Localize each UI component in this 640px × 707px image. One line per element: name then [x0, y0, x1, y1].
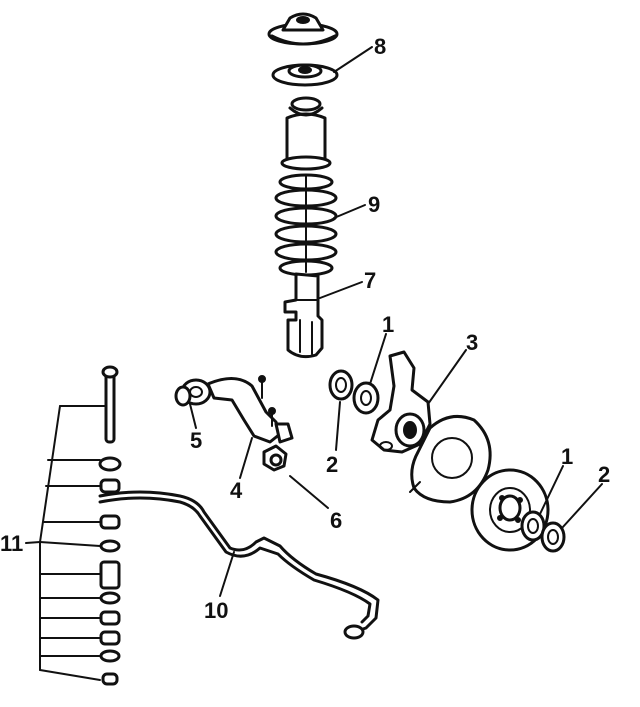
strut-body: [283, 272, 324, 359]
stabilizer-bar: [98, 490, 380, 640]
strut-mount: [267, 12, 339, 46]
hub-nut: [540, 521, 566, 553]
ball-joint: [262, 422, 294, 472]
link-kit-parts: [98, 365, 122, 686]
callout-10: 10: [204, 598, 228, 623]
callout-4: 4: [230, 478, 243, 503]
callout-8: 8: [374, 34, 386, 59]
callout-2-hub: 2: [598, 462, 610, 487]
hub-bearing-lower: [520, 510, 546, 542]
steering-knuckle: [370, 350, 432, 454]
splash-shield: [409, 414, 492, 504]
callout-leaders: [189, 46, 603, 597]
strut-bearing-plate: [271, 63, 339, 87]
hub-bearing-upper: [352, 381, 380, 415]
control-arm-bushing: [174, 375, 276, 427]
link-kit-leader-lines: [25, 405, 107, 681]
callout-6: 6: [330, 508, 342, 533]
callout-7: 7: [364, 268, 376, 293]
callout-5: 5: [190, 428, 202, 453]
bump-stop-boot: [280, 96, 332, 171]
callout-9: 9: [368, 192, 380, 217]
coil-spring: [274, 173, 338, 277]
callout-1-knuckle: 1: [382, 312, 394, 337]
callout-11: 11: [0, 531, 23, 556]
callout-1-hub: 1: [561, 444, 573, 469]
bearing-snap-ring-upper: [328, 369, 354, 401]
callout-2-knuckle: 2: [326, 452, 338, 477]
callout-3: 3: [466, 330, 478, 355]
